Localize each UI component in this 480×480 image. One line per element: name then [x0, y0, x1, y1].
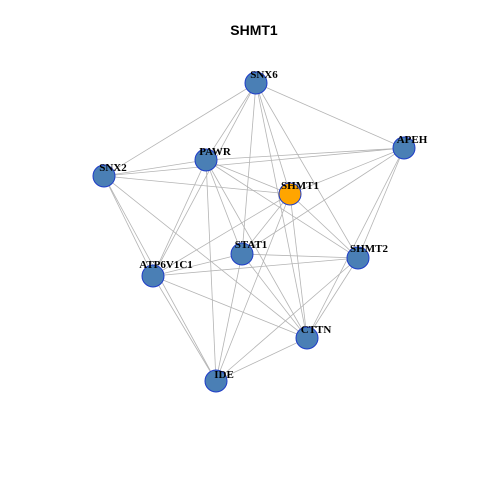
edge-pawr-ide: [205, 159, 217, 382]
node-label-snx6: SNX6: [250, 69, 278, 81]
node-atp6v1c1: ATP6V1C1: [139, 259, 193, 288]
edge-stat1-ide: [215, 253, 243, 382]
edge-snx2-atp6v1c1: [103, 175, 154, 277]
edge-apeh-stat1: [241, 147, 405, 255]
node-label-snx2: SNX2: [99, 162, 127, 174]
node-circle-cttn: [295, 326, 319, 350]
edge-apeh-snx2: [103, 147, 405, 177]
node-snx2: SNX2: [92, 162, 127, 188]
edge-snx6-apeh: [255, 82, 405, 149]
node-stat1: STAT1: [230, 239, 268, 266]
node-apeh: APEH: [392, 134, 428, 160]
edge-cttn-ide: [215, 337, 308, 382]
edge-shmt2-cttn: [306, 257, 359, 339]
node-circle-stat1: [230, 242, 254, 266]
edge-stat1-cttn: [241, 253, 308, 339]
edge-pawr-atp6v1c1: [152, 159, 207, 277]
edge-apeh-shmt2: [357, 147, 405, 259]
edge-shmt1-atp6v1c1: [152, 193, 291, 277]
node-label-shmt1: SHMT1: [281, 180, 319, 192]
node-label-shmt2: SHMT2: [350, 243, 388, 255]
edge-snx6-pawr: [205, 82, 257, 161]
node-label-cttn: CTTN: [301, 324, 332, 336]
edge-layer: [103, 82, 405, 382]
node-circle-atp6v1c1: [141, 264, 165, 288]
node-circle-ide: [204, 369, 228, 393]
edge-snx2-cttn: [103, 175, 308, 339]
edge-snx6-stat1: [241, 82, 257, 255]
edge-snx2-shmt1: [103, 175, 291, 195]
edge-apeh-pawr: [205, 147, 405, 161]
node-circle-shmt2: [346, 246, 370, 270]
edge-apeh-cttn: [306, 147, 405, 339]
node-circle-apeh: [392, 136, 416, 160]
edge-apeh-shmt1: [289, 147, 405, 195]
edge-shmt1-shmt2: [289, 193, 359, 259]
node-circle-snx2: [92, 164, 116, 188]
node-label-stat1: STAT1: [235, 239, 268, 251]
node-ide: IDE: [204, 369, 234, 393]
node-snx6: SNX6: [244, 69, 278, 95]
edge-shmt2-atp6v1c1: [152, 257, 359, 277]
edge-stat1-atp6v1c1: [152, 253, 243, 277]
edge-atp6v1c1-ide: [152, 275, 217, 382]
edge-pawr-shmt1: [205, 159, 291, 195]
edge-snx6-atp6v1c1: [152, 82, 257, 277]
edge-shmt1-stat1: [241, 193, 291, 255]
graph-title: SHMT1: [230, 22, 278, 38]
edge-snx6-snx2: [103, 82, 257, 177]
edge-shmt1-cttn: [289, 193, 308, 339]
node-cttn: CTTN: [295, 324, 332, 350]
node-label-ide: IDE: [214, 369, 234, 381]
edge-stat1-shmt2: [241, 253, 359, 259]
edge-shmt1-ide: [215, 193, 291, 382]
node-circle-shmt1: [278, 182, 302, 206]
edge-snx6-shmt2: [255, 82, 359, 259]
edge-snx6-cttn: [255, 82, 308, 339]
edge-snx6-shmt1: [255, 82, 291, 195]
edge-pawr-shmt2: [205, 159, 359, 259]
node-shmt1: SHMT1: [278, 180, 319, 206]
node-label-pawr: PAWR: [199, 146, 232, 158]
edge-pawr-cttn: [205, 159, 308, 339]
node-label-atp6v1c1: ATP6V1C1: [139, 259, 193, 271]
node-pawr: PAWR: [194, 146, 232, 172]
node-shmt2: SHMT2: [346, 243, 388, 270]
node-label-apeh: APEH: [397, 134, 428, 146]
edge-atp6v1c1-cttn: [152, 275, 308, 339]
edge-pawr-stat1: [205, 159, 243, 255]
node-circle-pawr: [194, 148, 218, 172]
edge-pawr-snx2: [103, 159, 207, 177]
edge-shmt2-ide: [215, 257, 359, 382]
node-circle-snx6: [244, 71, 268, 95]
